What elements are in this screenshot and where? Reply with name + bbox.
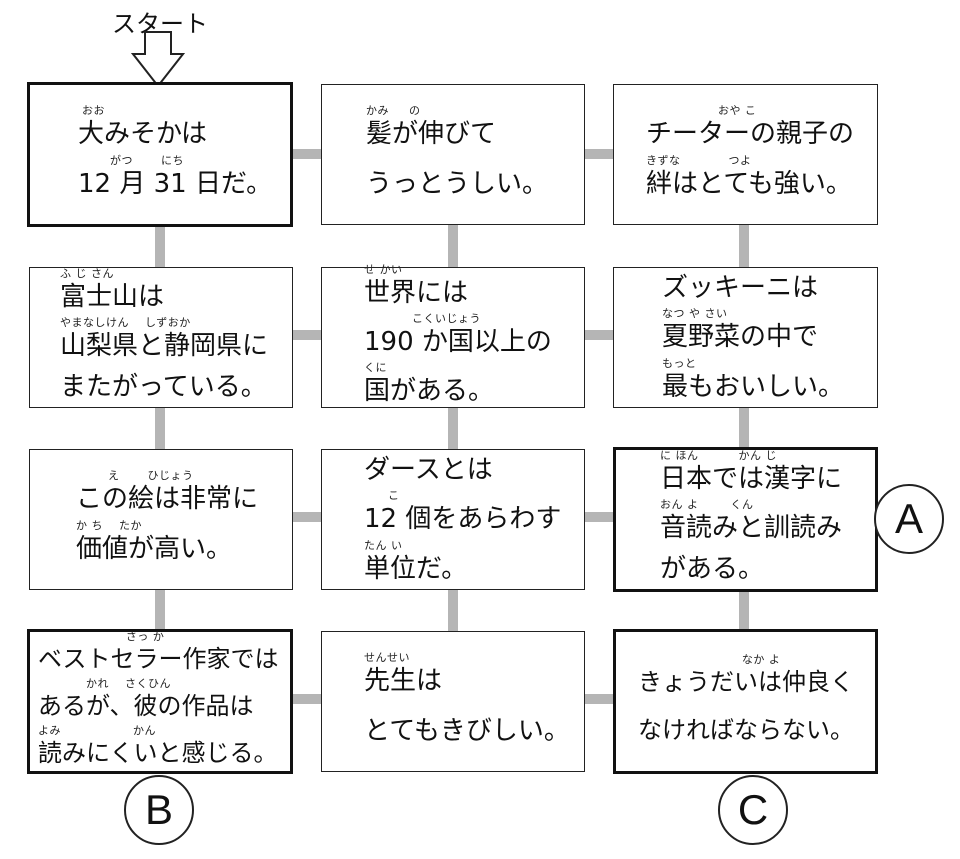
connector-c3-v3 [739,589,749,631]
ruby: え ひじょう [76,469,194,483]
connector-r2-h2 [585,330,613,340]
connector-c2-v3 [448,589,458,631]
ruby [662,268,871,271]
box-text-line: 音読みと訓読み [660,513,843,544]
ruby: に ほん かん じ [660,449,777,462]
ruby: かみ の [366,104,421,118]
connector-r3-h1 [293,512,321,522]
ruby: せ かい [364,262,403,276]
connector-r4-h2 [585,694,613,704]
box-text-line: がある。 [660,553,765,584]
ruby: おん よ くん [660,498,754,512]
ruby: ふ じ さん [60,267,114,280]
box-text-line: 日本では漢字に [660,464,843,494]
box-text-line: 夏野菜の中で [662,322,819,353]
box-r3c2: ダースとは こ 12 個をあらわす たん い 単位だ。 [321,449,585,590]
start-arrow-icon [131,31,185,88]
box-text-line: 読みにくいと感じる。 [38,739,278,768]
ruby [638,702,869,714]
box-text-line: ズッキーニは [662,273,819,304]
box-r3c3: に ほん かん じ 日本では漢字に おん よ くん 音読みと訓読み がある。 [613,447,878,592]
ruby: たん い [364,538,403,552]
box-text-line: 富士山は [60,282,165,312]
connector-c1-v3 [155,589,165,631]
box-text-line: なければならない。 [638,715,854,744]
box-text-line: 最もおいしい。 [662,371,845,402]
ruby: がつ にち [78,153,184,167]
box-text-line: 190 か国以上の [364,326,552,357]
ruby [364,450,578,453]
ruby: もっと [662,356,697,370]
box-text-line: きょうだいは仲良く [638,668,854,697]
ruby: よみ かん [38,724,156,738]
ruby [366,155,578,167]
box-text-line: うっとうしい。 [366,168,549,199]
ruby: くに [364,361,387,375]
box-text-line: チーターの親子の [646,119,855,150]
box-text-line: この絵は非常に [76,484,259,515]
connector-c1-v2 [155,407,165,449]
box-text-line: 先生は [364,666,443,697]
box-r1c2: かみ の 髪が伸びて うっとうしい。 [321,84,585,225]
connector-r1-h2 [585,149,613,159]
ruby: か ち たか [76,518,142,532]
box-text-line: 単位だ。 [364,553,468,584]
box-r4c3: なか よ きょうだいは仲良く なければならない。 [613,629,878,774]
ruby [60,367,286,370]
circle-label-c: C [718,775,788,845]
box-r4c1: さっ か ベストセラー作家では かれ さくひん あるが、彼の作品は よみ かん … [27,629,293,774]
box-r2c2: せ かい 世界には こくいじょう 190 か国以上の くに 国がある。 [321,262,585,408]
box-r2c3: ズッキーニは なつ や さい 夏野菜の中で もっと 最もおいしい。 [613,267,878,408]
ruby: おお [78,104,105,118]
box-text-line: 大みそかは [78,119,207,150]
ruby: なか よ [638,653,781,667]
box-r4c2: せんせい 先生は とてもきびしい。 [321,631,585,772]
box-text-line: 価値が高い。 [76,533,233,564]
connector-c2-v1 [448,225,458,267]
ruby: こ [364,489,400,503]
box-text-line: 12 個をあらわす [364,504,562,535]
box-text-line: 絆はとても強い。 [646,168,852,199]
box-text-line: またがっている。 [60,371,267,402]
connector-r4-h1 [293,694,321,704]
box-text-line: 山梨県と静岡県に [60,331,269,362]
connector-c3-v1 [739,225,749,267]
box-text-line: とてもきびしい。 [364,715,570,746]
box-r1c1: おお 大みそかは がつ にち 12 月 31 日だ。 [27,82,293,227]
connector-r1-h1 [293,149,321,159]
box-text-line: あるが、彼の作品は [38,691,254,720]
box-text-line: 12 月 31 日だ。 [78,168,273,199]
circle-label-b: B [124,775,194,845]
connector-c2-v2 [448,407,458,449]
connector-r2-h1 [293,330,321,340]
box-r2c1: ふ じ さん 富士山は やまなしけん しずおか 山梨県と静岡県に またがっている… [29,267,293,408]
ruby: せんせい [364,651,410,665]
box-text-line: 髪が伸びて [366,119,497,150]
ruby: かれ さくひん [38,676,171,690]
ruby [660,549,869,552]
box-text-line: 国がある。 [364,376,495,407]
box-text-line: ダースとは [364,455,493,486]
circle-label-a: A [874,484,944,554]
connector-c1-v1 [155,225,165,267]
ruby: さっ か [38,629,165,643]
ruby: こくいじょう [364,311,481,325]
ruby: やまなしけん しずおか [60,316,191,330]
ruby: きずな つよ [646,153,752,167]
ruby: おや こ [646,104,757,118]
box-text-line: 世界には [364,277,469,308]
box-r1c3: おや こ チーターの親子の きずな つよ 絆はとても強い。 [613,84,878,225]
ruby: なつ や さい [662,307,728,321]
box-r3c1: え ひじょう この絵は非常に か ち たか 価値が高い。 [29,449,293,590]
box-text-line: ベストセラー作家では [38,644,279,673]
connector-c3-v2 [739,407,749,449]
ruby [364,702,578,714]
connector-r3-h2 [585,512,613,522]
